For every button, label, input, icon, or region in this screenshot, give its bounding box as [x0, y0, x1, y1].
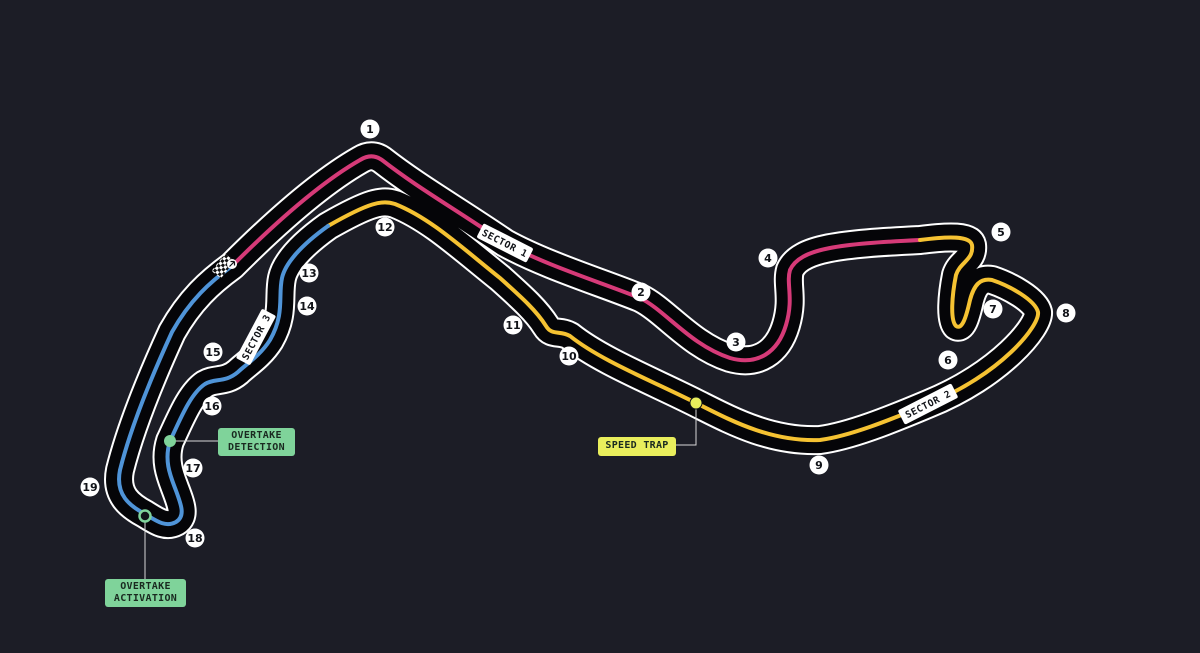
chequered-flag-icon	[211, 253, 235, 279]
speed-trap-label: SPEED TRAP	[605, 440, 669, 451]
turn-marker-circle	[375, 217, 395, 237]
turn-marker-label: 1	[366, 123, 374, 136]
turn-marker-label: 12	[377, 221, 392, 234]
sector-1-line	[230, 154, 922, 363]
turn-marker-circle	[559, 346, 579, 366]
turn-marker-label: 14	[299, 300, 315, 313]
sector-2-line	[326, 200, 1041, 443]
turn-marker-circle	[1056, 303, 1076, 323]
turn-marker-label: 10	[561, 350, 577, 363]
overtake-detection-callout: OVERTAKE DETECTION	[218, 428, 295, 456]
turn-marker-label: 5	[997, 226, 1005, 239]
turn-marker-4: 4	[758, 248, 778, 268]
sector-3-line	[117, 224, 330, 527]
overtake-activation-label-line-2: ACTIVATION	[113, 593, 178, 604]
turn-marker-circle	[503, 315, 523, 335]
turn-marker-label: 7	[989, 303, 997, 316]
callout-leaders	[144, 403, 697, 579]
turn-marker-circle	[360, 119, 380, 139]
turn-marker-circle	[983, 299, 1003, 319]
turn-marker-label: 8	[1062, 307, 1070, 320]
turn-marker-label: 18	[187, 532, 202, 545]
turn-marker-label: 11	[505, 319, 520, 332]
turn-marker-6: 6	[938, 350, 958, 370]
turn-marker-circle	[991, 222, 1011, 242]
speed-trap-marker	[689, 396, 703, 410]
track-layer	[104, 141, 1053, 540]
turn-marker-2: 2	[631, 282, 651, 302]
turn-marker-19: 19	[80, 477, 100, 497]
turn-marker-label: 3	[732, 336, 740, 349]
turn-marker-circle	[758, 248, 778, 268]
turn-marker-17: 17	[183, 458, 203, 478]
turn-marker-circle	[809, 455, 829, 475]
turn-marker-18: 18	[185, 528, 205, 548]
turn-marker-circle	[299, 263, 319, 283]
speed-trap-callout: SPEED TRAP	[598, 437, 676, 456]
turn-marker-circle	[80, 477, 100, 497]
overtake-activation-callout: OVERTAKE ACTIVATION	[105, 579, 186, 607]
overtake-detection-marker	[164, 435, 176, 447]
overtake-activation-label-line-1: OVERTAKE	[120, 581, 171, 592]
overtake-activation-marker	[138, 509, 152, 523]
overtake-detection-label-line-2: DETECTION	[228, 442, 285, 453]
turn-marker-8: 8	[1056, 303, 1076, 323]
turn-marker-1: 1	[360, 119, 380, 139]
turn-marker-circle	[202, 396, 222, 416]
turn-marker-circle	[183, 458, 203, 478]
turn-marker-circle	[938, 350, 958, 370]
turn-marker-10: 10	[559, 346, 579, 366]
turn-marker-label: 4	[764, 252, 772, 265]
start-direction-marker	[227, 259, 237, 269]
turn-marker-9: 9	[809, 455, 829, 475]
turn-marker-5: 5	[991, 222, 1011, 242]
turn-marker-circle	[631, 282, 651, 302]
turn-marker-label: 13	[301, 267, 316, 280]
turn-marker-label: 15	[205, 346, 220, 359]
turn-marker-label: 19	[82, 481, 97, 494]
turn-marker-13: 13	[299, 263, 319, 283]
turn-marker-circle	[203, 342, 223, 362]
turn-marker-11: 11	[503, 315, 523, 335]
turn-marker-14: 14	[297, 296, 317, 316]
turn-marker-circle	[726, 332, 746, 352]
turn-marker-15: 15	[203, 342, 223, 362]
turn-marker-3: 3	[726, 332, 746, 352]
turn-marker-label: 9	[815, 459, 823, 472]
turn-marker-16: 16	[202, 396, 222, 416]
turn-marker-circle	[297, 296, 317, 316]
turn-marker-7: 7	[983, 299, 1003, 319]
turn-marker-label: 17	[185, 462, 200, 475]
turn-marker-label: 6	[944, 354, 952, 367]
overtake-detection-label-line-1: OVERTAKE	[231, 430, 282, 441]
turn-marker-label: 16	[204, 400, 220, 413]
turn-marker-circle	[185, 528, 205, 548]
turn-marker-label: 2	[637, 286, 645, 299]
turn-marker-12: 12	[375, 217, 395, 237]
